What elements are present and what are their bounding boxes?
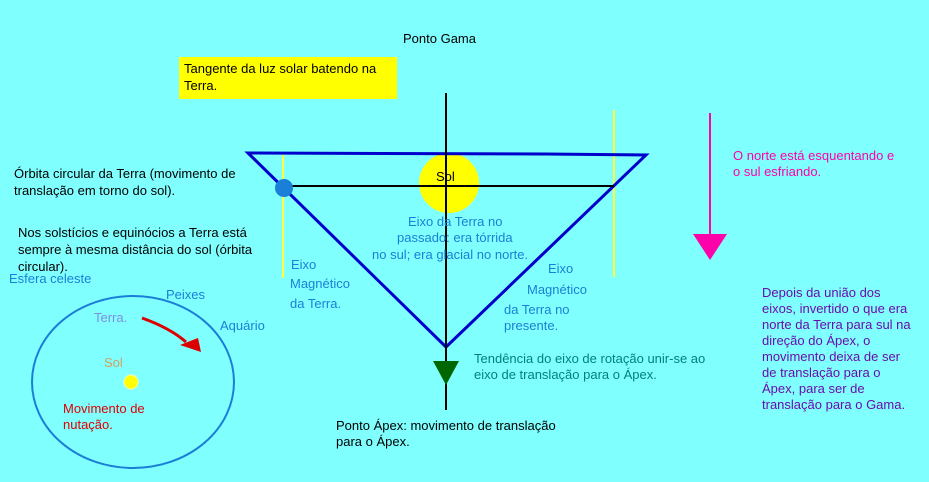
apex-note-2: para o Ápex. [336,434,410,449]
after-union-6: de translação para o [762,365,881,380]
earth-dot [275,179,293,197]
peixes-label: Peixes [166,287,206,302]
sun-circle [419,153,479,213]
magnetic-right-4: presente. [504,318,559,333]
magenta-arrow-head [693,234,727,260]
green-arrow-head [433,361,459,385]
sol-small-label: Sol [104,355,123,370]
orbit-note-2: translação em torno do sol). [14,183,176,198]
after-union-8: translação para o Gama. [762,397,906,412]
after-union-7: Ápex, para ser de [762,381,865,396]
aquario-label: Aquário [220,318,265,333]
magnetic-left-3: da Terra. [290,296,342,311]
north-note-1: O norte está esquentando e [733,148,895,163]
nutation-label-1: Movimento de [63,401,145,416]
nutation-arrow-curve [141,316,187,344]
magnetic-right-3: da Terra no [504,302,570,317]
past-axis-3: no sul; era glacial no norte. [372,247,529,262]
after-union-5: movimento deixa de ser [762,349,901,364]
magnetic-right-2: Magnético [527,282,587,297]
tendency-note-1: Tendência do eixo de rotação unir-se ao [474,351,706,366]
tendency-note-2: eixo de translação para o Ápex. [474,367,657,382]
tangent-note-text: Tangente da luz solar batendo na Terra. [184,60,394,94]
solstice-note-2: sempre à mesma distância do sol (órbita [18,242,253,257]
terra-label: Terra. [94,310,128,325]
after-union-3: norte da Terra para sul na [762,317,911,332]
nutation-arrow-head [180,338,201,352]
after-union-2: eixos, invertido o que era [762,301,908,316]
past-axis-1: Eixo da Terra no [408,214,503,229]
north-note-2: o sul esfriando. [733,164,822,179]
after-union-4: direção do Ápex, o [762,333,871,348]
sun-label: Sol [436,169,455,184]
magnetic-left-1: Eixo [291,257,317,272]
orbit-note-1: Órbita circular da Terra (movimento de [14,166,236,181]
apex-note-1: Ponto Ápex: movimento de translação [336,418,556,433]
after-union-1: Depois da união dos [762,285,881,300]
solstice-note-1: Nos solstícios e equinócios a Terra está [18,225,247,240]
past-axis-2: passado: era tórrida [397,230,513,245]
esfera-celeste-label: Esfera celeste [9,271,92,286]
celestial-sphere-circle [31,295,235,469]
small-sun-dot [123,374,139,390]
ponto-gama-label: Ponto Gama [403,31,476,46]
nutation-label-2: nutação. [63,417,113,432]
solstice-note-3: circular). [18,259,68,274]
magnetic-left-2: Magnético [290,276,350,291]
magnetic-right-1: Eixo [548,261,574,276]
